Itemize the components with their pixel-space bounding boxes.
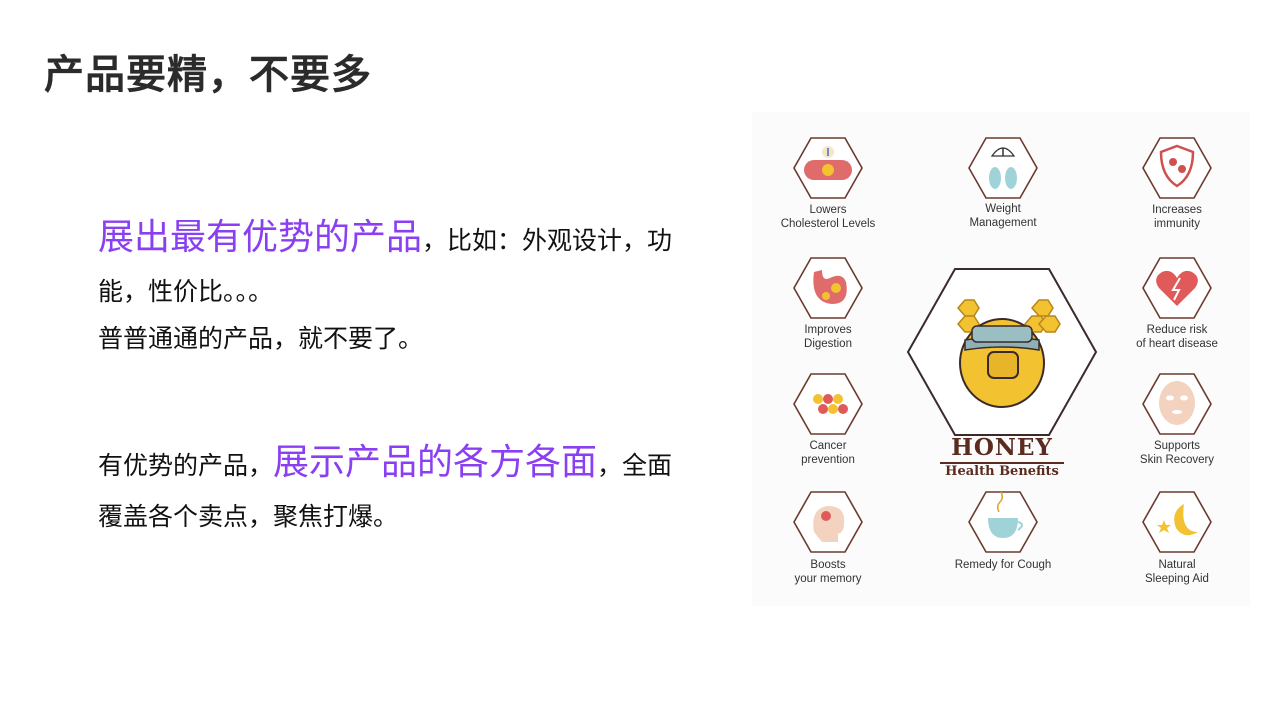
honey-infographic: Lowers Cholesterol Levels Weight Managem… <box>752 112 1250 606</box>
cap-digestion-2: Digestion <box>804 338 852 350</box>
cap-immunity: Increases immunity <box>1102 203 1252 231</box>
cap-cancer: Cancer prevention <box>753 439 903 467</box>
cap-immunity-1: Increases <box>1152 204 1202 216</box>
cap-cholesterol-1: Lowers <box>809 204 847 216</box>
cap-heart-2: of heart disease <box>1136 338 1218 350</box>
cap-weight: Weight Management <box>928 202 1078 230</box>
cap-memory-1: Boosts <box>810 559 846 571</box>
cap-sleep-2: Sleeping Aid <box>1145 573 1209 585</box>
cap-weight-2: Management <box>969 217 1037 229</box>
cap-cholesterol-2: Cholesterol Levels <box>780 218 876 230</box>
cap-digestion: Improves Digestion <box>753 323 903 351</box>
moon-icon <box>1157 504 1198 536</box>
cap-cough-1: Remedy for Cough <box>954 559 1052 571</box>
cap-heart-1: Reduce risk <box>1146 324 1208 336</box>
scale-icon <box>989 147 1017 189</box>
hex-weight <box>968 137 1038 199</box>
cap-digestion-1: Improves <box>804 324 852 336</box>
cap-skin-2: Skin Recovery <box>1139 454 1215 466</box>
cap-cholesterol: Lowers Cholesterol Levels <box>753 203 903 231</box>
cells-icon <box>813 394 848 414</box>
para2-line2: 覆盖各个卖点，聚焦打爆。 <box>98 502 399 531</box>
cap-cough: Remedy for Cough <box>928 558 1078 572</box>
honey-title: HONEY <box>951 434 1053 461</box>
para1-highlight: 展出最有优势的产品 <box>98 217 423 258</box>
cap-weight-1: Weight <box>985 203 1021 215</box>
para2-highlight: 展示产品的各方各面 <box>273 442 598 483</box>
tea-cup-icon <box>988 491 1023 538</box>
face-mask-icon <box>1159 381 1195 425</box>
para1-line3: 普普通通的产品，就不要了。 <box>98 324 424 353</box>
brain-icon <box>813 506 845 542</box>
para1-line2: 能，性价比。。。 <box>98 277 274 306</box>
para1-rest-a: ，比如：外观设计，功 <box>422 226 673 255</box>
cap-memory: Boosts your memory <box>753 558 903 586</box>
para2-prefix: 有优势的产品， <box>98 451 274 480</box>
cholesterol-icon <box>804 146 852 180</box>
cap-sleep-1: Natural <box>1158 559 1196 571</box>
cap-sleep: Natural Sleeping Aid <box>1102 558 1252 586</box>
shield-icon <box>1159 144 1195 188</box>
infographic-graphics <box>793 137 1212 553</box>
honey-subtitle: Health Benefits <box>945 464 1059 479</box>
cap-cancer-2: prevention <box>801 454 855 466</box>
cap-cancer-1: Cancer <box>809 440 847 452</box>
cap-skin: Supports Skin Recovery <box>1102 439 1252 467</box>
cap-memory-2: your memory <box>794 573 862 585</box>
para2-line1: 有优势的产品，展示产品的各方各面，全面 <box>98 433 672 485</box>
para2-suffix: ，全面 <box>597 451 673 480</box>
cap-immunity-2: immunity <box>1153 218 1200 230</box>
honey-jar-icon <box>957 299 1061 408</box>
heart-icon <box>1156 270 1198 306</box>
slide-title: 产品要精，不要多 <box>44 52 372 98</box>
cap-heart: Reduce risk of heart disease <box>1102 323 1252 351</box>
para1-line1: 展出最有优势的产品，比如：外观设计，功 <box>98 208 672 260</box>
honey-divider <box>940 462 1064 464</box>
cap-skin-1: Supports <box>1153 440 1201 452</box>
stomach-icon <box>813 270 847 304</box>
